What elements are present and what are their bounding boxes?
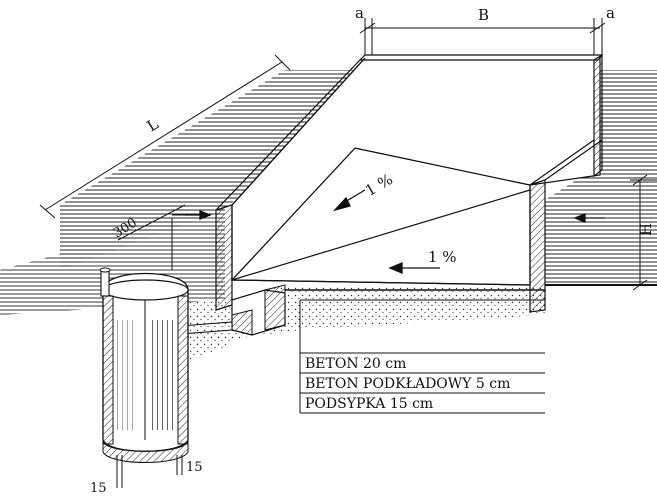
legend-base-concrete: BETON PODKŁADOWY 5 cm — [305, 376, 511, 392]
dim-wall-right: 15 — [186, 460, 203, 475]
basin-front-edge — [231, 279, 531, 286]
slope-arrows — [185, 189, 605, 274]
left-wall-section — [215, 204, 233, 311]
ground-hatching-right — [545, 70, 657, 285]
right-back-wall-section — [593, 53, 603, 178]
legend-lines — [299, 300, 545, 414]
ramp-slope-line — [231, 189, 531, 281]
back-wall-rim — [358, 54, 604, 61]
dim-wall-left: 15 — [90, 481, 107, 496]
dim-a-right: a — [606, 4, 615, 22]
ground-surface-dots — [190, 300, 230, 360]
dim-H: H — [637, 222, 656, 237]
legend-subbase: PODSYPKA 15 cm — [305, 396, 434, 412]
slope-label-lower: 1 % — [428, 248, 457, 266]
dim-a-left: a — [355, 4, 364, 22]
drain-sump — [231, 284, 286, 336]
legend-concrete: BETON 20 cm — [305, 356, 407, 372]
dim-B: B — [478, 6, 490, 24]
septic-tank — [99, 267, 189, 463]
right-wall-section — [529, 179, 546, 313]
